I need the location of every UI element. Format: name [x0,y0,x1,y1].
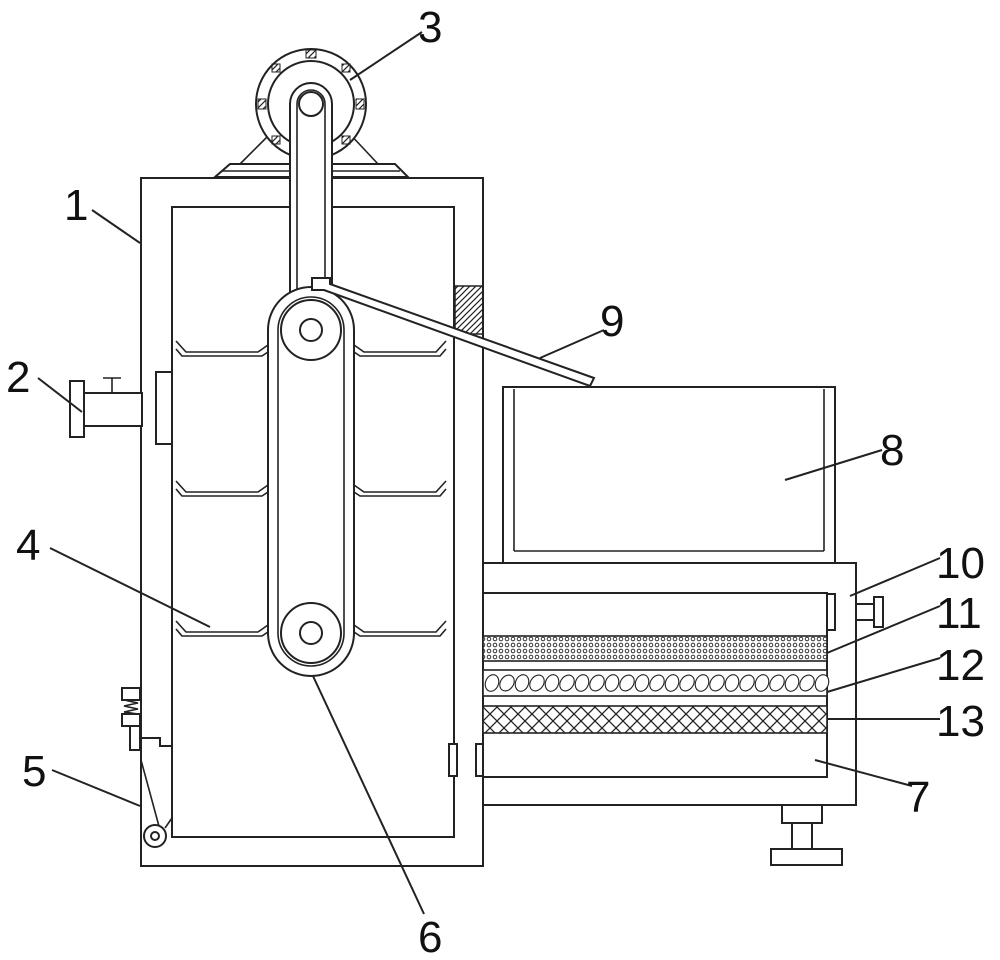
pebble [769,674,785,692]
pebble [559,674,575,692]
filter-layer-12-pebbles [484,674,830,692]
callout-6: 6 [418,913,442,960]
pebble [694,674,710,692]
conveyor-belt [267,286,355,677]
pebble [604,674,620,692]
callout-8: 8 [880,426,904,475]
pebble [679,674,695,692]
callout-12: 12 [936,641,985,690]
pebble [484,674,500,692]
callout-1: 1 [64,181,88,230]
pebble [589,674,605,692]
callout-7: 7 [906,773,930,822]
pebble [634,674,650,692]
paddles-right [353,340,447,637]
callout-9: 9 [600,297,624,346]
pebble [814,674,830,692]
support-foot [770,804,843,866]
pebble [799,674,815,692]
callout-13: 13 [936,697,985,746]
callout-labels: 1 2 3 4 5 6 7 8 9 10 11 12 13 [6,3,985,960]
pebble [784,674,800,692]
pebble [724,674,740,692]
callout-11: 11 [936,589,982,638]
pebble [574,674,590,692]
inlet-valve [69,371,173,445]
hinge-latch [121,687,485,848]
leader-lines [37,31,941,915]
pebble [514,674,530,692]
pebble [544,674,560,692]
pebble [664,674,680,692]
filter-layer-13 [482,705,828,734]
discharge-chute [311,277,596,388]
filter-layer-11 [482,635,828,662]
pebble [529,674,545,692]
pebble [649,674,665,692]
pebble [754,674,770,692]
pebble [619,674,635,692]
callout-10: 10 [936,539,985,588]
callout-3: 3 [418,3,442,52]
outlet-valve [855,596,884,628]
callout-4: 4 [16,521,40,570]
callout-2: 2 [6,353,30,402]
callout-5: 5 [22,747,46,796]
pebble [499,674,515,692]
pebble [739,674,755,692]
paddles-left [175,340,269,637]
pebble [709,674,725,692]
collection-tank [502,386,836,564]
filter-box [482,562,857,806]
